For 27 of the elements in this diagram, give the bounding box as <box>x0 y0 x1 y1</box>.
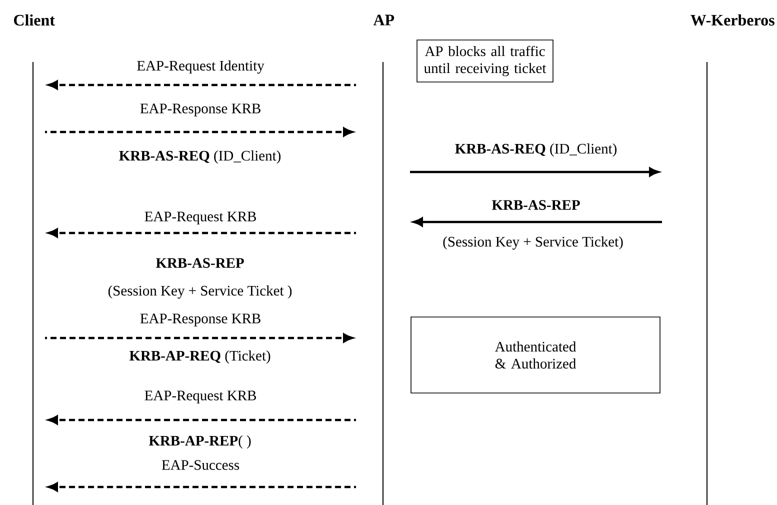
arrow <box>412 217 662 227</box>
message-label: KRB-AS-REQ (ID_Client) <box>454 142 618 158</box>
arrow <box>410 167 660 177</box>
message-label: KRB-AP-REP( ) <box>148 435 251 449</box>
message-label: EAP-Response KRB <box>138 102 262 118</box>
message-label: (Session Key + Service Ticket) <box>443 236 623 250</box>
note-box: Authenticated & Authorized <box>410 316 660 394</box>
message-label: KRB-AS-REQ (ID_Client) <box>119 150 281 164</box>
participant-label: AP <box>373 14 394 26</box>
message-label: EAP-Request Identity <box>136 59 266 75</box>
arrow <box>48 415 356 425</box>
arrow <box>48 80 356 90</box>
message-label: EAP-Request KRB <box>143 210 258 226</box>
message-label: EAP-Request KRB <box>143 390 258 404</box>
message-label: EAP-Success <box>160 459 241 471</box>
message-label: (Session Key + Service Ticket ) <box>108 285 292 299</box>
arrow <box>48 228 356 238</box>
arrow <box>45 333 354 343</box>
participant-label: W-Kerberos <box>690 14 774 26</box>
message-label: KRB-AS-REP <box>156 258 244 268</box>
note-box: AP blocks all traffic until receiving ticket <box>416 40 554 82</box>
arrow <box>45 127 354 137</box>
message-label: EAP-Response KRB <box>138 312 262 328</box>
message-label: KRB-AP-REQ (Ticket) <box>129 350 270 364</box>
arrow <box>48 482 356 492</box>
message-label: KRB-AS-REP <box>490 199 582 211</box>
participant-label: Client <box>14 14 55 26</box>
